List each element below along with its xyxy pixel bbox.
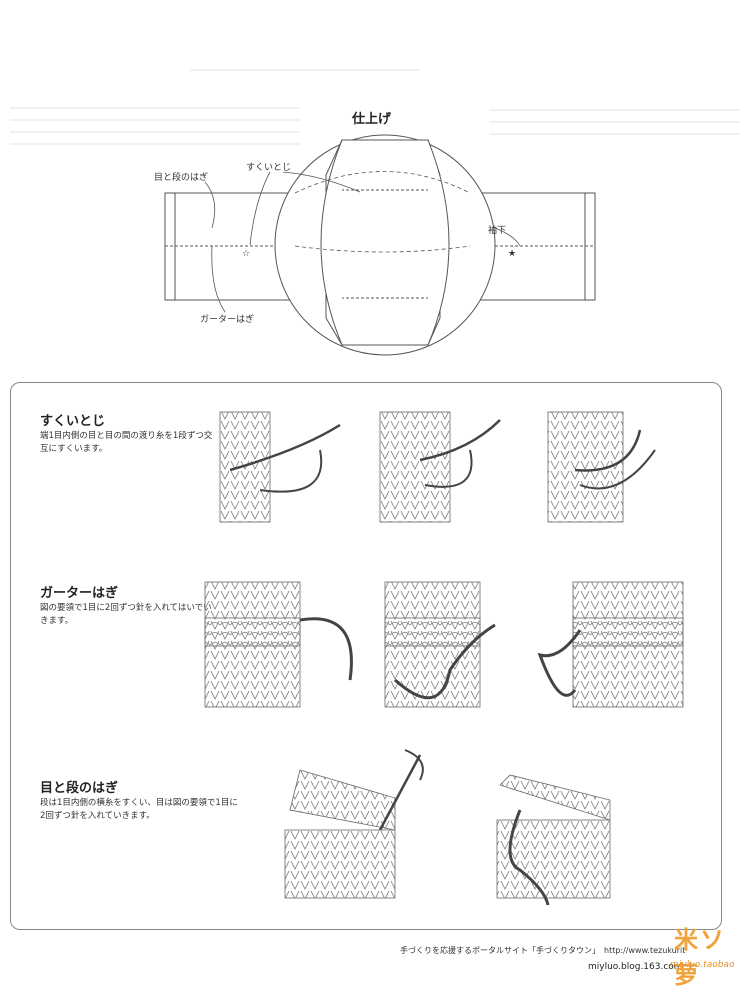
garter-hagi-step1 xyxy=(204,581,353,708)
footer-blog-url: miyluo.blog.163.com xyxy=(588,962,683,972)
me-dan-hagi-step2 xyxy=(496,774,611,906)
me-dan-hagi-step1 xyxy=(284,749,424,899)
stamp-logo-text: 米ソ萝 xyxy=(674,926,726,989)
garter-hagi-step2 xyxy=(384,581,496,708)
star-hollow-mark: ☆ xyxy=(242,249,251,259)
knitting-illustrations xyxy=(204,411,684,906)
corner-logo-stamp: 米ソ萝 miyluo.taobao xyxy=(668,918,748,989)
label-sodeshita: 袖下 xyxy=(488,226,507,236)
diagram-title: 仕上げ xyxy=(352,112,392,127)
label-garter-hagi: ガーターはぎ xyxy=(200,315,255,325)
section-body-garter-hagi: 図の要領で1目に2回ずつ針を入れてはいでいきます。 xyxy=(40,603,212,626)
section-title-me-dan-hagi: 目と段のはぎ xyxy=(40,781,119,796)
bleedthrough-lines xyxy=(10,69,740,145)
label-me-dan-hagi: 目と段のはぎ xyxy=(154,173,209,183)
sukui-toji-step3 xyxy=(547,411,656,523)
sukui-toji-step1 xyxy=(219,411,341,523)
section-body-sukui-toji: 端1目内側の目と目の間の渡り糸を1段ずつ交互にすくいます。 xyxy=(40,431,213,454)
stamp-logo-subtext: miyluo.taobao xyxy=(670,960,735,970)
section-title-sukui-toji: すくいとじ xyxy=(40,414,106,429)
garter-hagi-step3 xyxy=(537,581,684,708)
leader-lines xyxy=(204,171,521,313)
left-sleeve xyxy=(164,192,296,301)
star-solid-mark: ★ xyxy=(508,249,517,259)
section-title-garter-hagi: ガーターはぎ xyxy=(40,586,119,601)
finishing-diagram xyxy=(10,69,740,356)
label-sukui-toji: すくいとじ xyxy=(246,163,292,173)
section-body-me-dan-hagi: 段は1目内側の横糸をすくい、目は図の要領で1目に2回ずつ針を入れていきます。 xyxy=(40,798,238,821)
body-circle xyxy=(274,134,496,356)
seam-dashes xyxy=(294,171,471,253)
sukui-toji-step2 xyxy=(379,411,501,523)
footer-portal-text: 手づくりを応援するポータルサイト「手づくりタウン」 http://www.tez… xyxy=(400,946,686,955)
